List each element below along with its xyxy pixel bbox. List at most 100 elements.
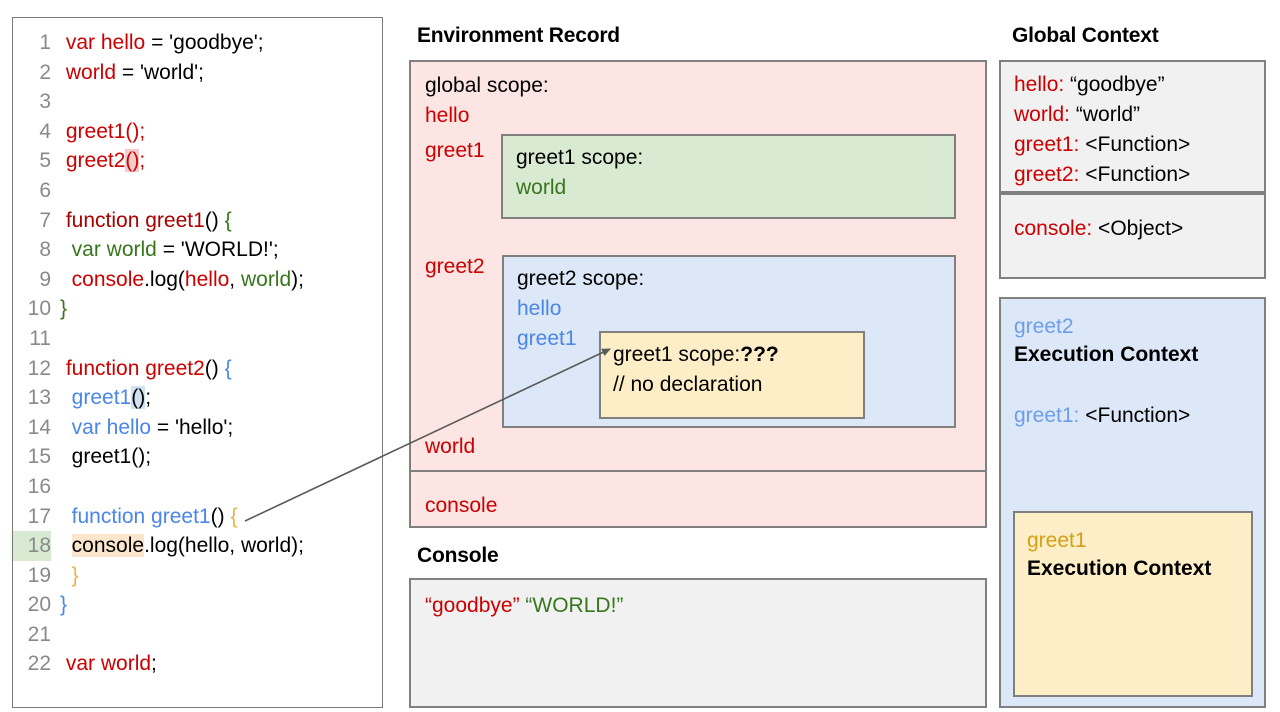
gc-row-greet1: greet1: <Function> xyxy=(1014,133,1190,157)
global-context-console-box: console: <Object> xyxy=(999,193,1266,279)
code-text: console.log(hello, world); xyxy=(60,268,304,291)
global-var-console: console xyxy=(425,494,498,517)
code-text: } xyxy=(60,564,79,587)
code-line[interactable]: 1 var hello = 'goodbye'; xyxy=(13,28,382,58)
global-scope-label: global scope: xyxy=(425,74,549,97)
line-number: 8 xyxy=(39,238,51,262)
global-context-vars-box: hello: “goodbye” world: “world” greet1: … xyxy=(999,60,1266,193)
code-line[interactable]: 9 console.log(hello, world); xyxy=(13,265,382,295)
code-text: } xyxy=(60,297,67,320)
code-line[interactable]: 15 greet1(); xyxy=(13,442,382,472)
code-line[interactable]: 11 xyxy=(13,324,382,354)
code-line[interactable]: 4 greet1(); xyxy=(13,117,382,147)
code-token: () xyxy=(125,149,140,173)
code-line[interactable]: 19 } xyxy=(13,561,382,591)
code-line[interactable]: 21 xyxy=(13,620,382,650)
greet1-inner-scope-box: greet1 scope:??? // no declaration xyxy=(599,331,865,419)
code-token: function greet2 xyxy=(65,356,205,380)
code-token: = 'goodbye'; xyxy=(145,31,264,54)
gc-key-world: world: xyxy=(1014,103,1071,126)
code-token: hello xyxy=(184,267,230,291)
code-token: console xyxy=(71,267,145,291)
line-number: 15 xyxy=(27,445,51,469)
code-text: function greet1() { xyxy=(60,504,238,528)
code-token xyxy=(60,238,72,261)
code-line[interactable]: 22 var world; xyxy=(13,649,382,679)
code-token: () xyxy=(204,356,225,380)
console-output-world: “WORLD!” xyxy=(525,594,624,617)
code-token: } xyxy=(60,297,68,321)
code-token: greet1(); xyxy=(60,445,152,469)
gc-value-world: “world” xyxy=(1070,103,1141,126)
code-line[interactable]: 13 greet1(); xyxy=(13,383,382,413)
code-text: var hello = 'hello'; xyxy=(60,415,234,439)
code-line[interactable]: 5 greet2(); xyxy=(13,146,382,176)
code-token: var world xyxy=(65,652,152,676)
code-token: { xyxy=(224,356,232,380)
global-var-world: world xyxy=(425,435,476,458)
code-token: } xyxy=(60,593,68,617)
code-token: function greet1 xyxy=(65,208,205,232)
console-output-goodbye: “goodbye” xyxy=(425,594,520,617)
greet2-ec-row-value: <Function> xyxy=(1079,404,1191,427)
code-token: .log( xyxy=(144,267,185,291)
code-line[interactable]: 12 function greet2() { xyxy=(13,354,382,384)
code-text: console.log(hello, world); xyxy=(60,534,304,558)
code-token: ); xyxy=(291,267,304,291)
code-line[interactable]: 7 function greet1() { xyxy=(13,206,382,236)
line-number: 7 xyxy=(39,208,51,232)
code-token: var hello xyxy=(65,31,146,54)
greet1-execution-context-box: greet1 Execution Context xyxy=(1013,511,1253,697)
line-number: 6 xyxy=(39,178,51,202)
line-number: 9 xyxy=(39,267,51,291)
code-line[interactable]: 17 function greet1() { xyxy=(13,502,382,532)
greet1-ec-name: greet1 xyxy=(1027,529,1087,552)
code-text: greet1(); xyxy=(60,120,145,143)
greet2-ec-row-key: greet1: xyxy=(1014,404,1080,427)
code-token xyxy=(60,505,72,528)
gc-value-console: <Object> xyxy=(1092,217,1184,240)
greet1-ec-label: Execution Context xyxy=(1027,557,1212,580)
greet1-inner-scope-header-line: greet1 scope:??? xyxy=(613,343,779,367)
code-text: function greet1() { xyxy=(60,209,232,232)
code-text: var world = 'WORLD!'; xyxy=(60,238,279,261)
gc-value-greet2: <Function> xyxy=(1079,163,1191,186)
global-var-greet2: greet2 xyxy=(425,255,485,278)
greet2-ec-label: Execution Context xyxy=(1014,343,1199,366)
code-line[interactable]: 14 var hello = 'hello'; xyxy=(13,413,382,443)
code-line[interactable]: 16 xyxy=(13,472,382,502)
code-token: .log(hello, world); xyxy=(144,534,304,558)
code-token: = 'world'; xyxy=(116,60,204,84)
code-text: var world; xyxy=(60,652,157,675)
greet2-ec-row: greet1: <Function> xyxy=(1014,404,1190,428)
code-line[interactable]: 2 world = 'world'; xyxy=(13,58,382,88)
code-token: { xyxy=(224,208,232,232)
code-line[interactable]: 20} xyxy=(13,590,382,620)
line-number: 14 xyxy=(27,415,51,439)
code-token: var world xyxy=(71,238,157,262)
line-number: 20 xyxy=(27,593,51,617)
greet1-scope-header: greet1 scope: xyxy=(516,146,644,169)
code-token: greet1 xyxy=(65,119,126,143)
code-line[interactable]: 3 xyxy=(13,87,382,117)
code-token: greet2 xyxy=(65,149,126,173)
code-line[interactable]: 18 console.log(hello, world); xyxy=(13,531,382,561)
code-token: var hello xyxy=(71,415,152,439)
code-token: ; xyxy=(145,386,152,410)
code-line[interactable]: 8 var world = 'WORLD!'; xyxy=(13,235,382,265)
code-token: = 'hello'; xyxy=(151,415,234,439)
code-editor-panel[interactable]: 1 var hello = 'goodbye';2 world = 'world… xyxy=(12,17,383,708)
code-token: = 'WORLD!'; xyxy=(156,238,279,262)
console-box[interactable]: “goodbye” “WORLD!” xyxy=(409,578,987,708)
code-text: world = 'world'; xyxy=(60,61,204,84)
gc-value-hello: “goodbye” xyxy=(1064,73,1165,96)
code-text: function greet2() { xyxy=(60,357,232,380)
code-line[interactable]: 10} xyxy=(13,294,382,324)
code-token: { xyxy=(230,504,238,528)
code-line[interactable]: 6 xyxy=(13,176,382,206)
greet2-scope-header: greet2 scope: xyxy=(517,267,645,290)
console-title: Console xyxy=(417,544,499,567)
code-token xyxy=(60,534,72,557)
code-token: , xyxy=(229,267,241,291)
gc-row-hello: hello: “goodbye” xyxy=(1014,73,1165,97)
